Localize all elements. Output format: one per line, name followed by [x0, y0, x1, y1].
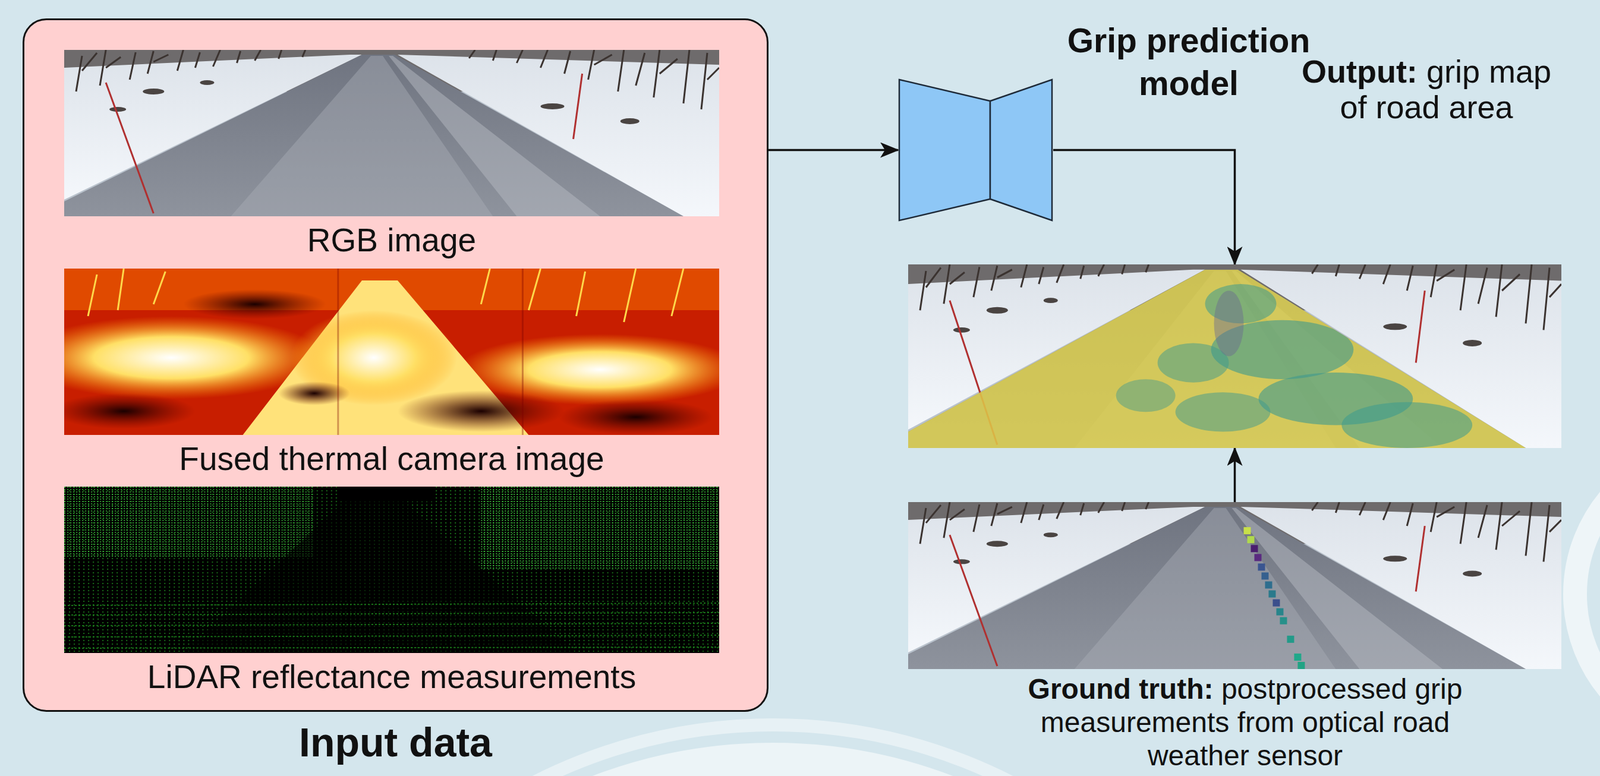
grip-map-image-part-part — [1157, 342, 1230, 383]
lidar-image-part — [64, 603, 720, 649]
thermal-image-part — [521, 268, 524, 436]
thermal-image-part — [336, 268, 339, 436]
grip-map-image-part — [908, 264, 1562, 449]
label-heading: Ground truth: — [1028, 673, 1214, 705]
output-label: Output:grip map of road area — [1286, 53, 1567, 125]
grip-map-image — [908, 264, 1562, 449]
lidar-image-panel: LiDAR reflectance measurements — [64, 486, 720, 695]
grip-map-image-part-part — [1214, 290, 1244, 357]
rgb-image — [64, 49, 720, 217]
lidar-image-part — [183, 495, 576, 654]
lidar-image-part-part — [64, 635, 720, 638]
thermal-image-part — [64, 393, 195, 430]
grip-map-image-part-part — [908, 264, 1562, 449]
ground-truth-map: Ground truth:postprocessed grip measurem… — [908, 502, 1562, 670]
bowtie-network-shape-part — [899, 79, 991, 221]
ground-truth-image-part-part — [1272, 599, 1280, 607]
grip-map-image-part-part — [1175, 392, 1271, 432]
ground-truth-image-part — [1243, 527, 1305, 670]
flow-arrow — [768, 149, 899, 152]
thermal-image-part — [397, 390, 565, 433]
grip-map-image-part-part — [1341, 402, 1473, 449]
background-arc — [1575, 445, 1600, 743]
image-caption: LiDAR reflectance measurements — [64, 656, 720, 698]
grip-map-image-part-part — [1116, 379, 1176, 412]
lidar-image-part — [338, 486, 434, 502]
lidar-image-part — [480, 486, 720, 570]
ground-truth-image-part-part — [1268, 590, 1276, 598]
thermal-image-part-part — [87, 268, 684, 323]
lidar-image-part-part — [64, 612, 720, 616]
ground-truth-image-part-part — [1246, 536, 1255, 544]
ground-truth-image-part — [908, 502, 1562, 670]
ground-truth-image-part-part — [1293, 653, 1302, 661]
lidar-image — [64, 486, 720, 654]
lidar-image-part-part — [64, 603, 720, 606]
ground-truth-image-part-part — [1243, 527, 1251, 535]
grip-prediction-model: Grip prediction model — [898, 78, 1054, 222]
ground-truth-label: Ground truth:postprocessed grip measurem… — [1019, 672, 1472, 773]
ground-truth-image-part-part — [1261, 572, 1269, 580]
group-heading: Input data — [24, 718, 767, 767]
grip-map-image-part — [908, 264, 1562, 449]
thermal-image-part — [87, 268, 684, 323]
lidar-image-part-part — [64, 647, 720, 649]
lidar-image-part — [64, 486, 720, 654]
bowtie-network-shape — [898, 78, 1054, 222]
ground-truth-image — [908, 502, 1562, 670]
ground-truth-image-part-part — [1279, 617, 1287, 625]
ground-truth-image-part-part — [1250, 545, 1258, 553]
lidar-image-part-part — [64, 623, 720, 626]
label-heading: Output: — [1301, 53, 1418, 90]
thermal-image-panel: Fused thermal camera image — [64, 268, 720, 477]
image-caption: Fused thermal camera image — [64, 438, 720, 480]
output-grip-map: Output:grip map of road area — [908, 264, 1562, 449]
ground-truth-image-part-part — [1254, 553, 1262, 562]
thermal-image-part — [558, 399, 714, 436]
flow-arrow — [1053, 150, 1236, 266]
thermal-image-part — [278, 381, 351, 406]
rgb-image-part — [64, 49, 720, 217]
flow-arrow — [1233, 448, 1237, 503]
ground-truth-image-part-part — [1297, 662, 1305, 670]
bowtie-network-shape-part — [990, 79, 1053, 221]
thermal-image-part — [183, 289, 326, 320]
image-caption: RGB image — [64, 219, 720, 261]
ground-truth-image-part-part — [1276, 608, 1284, 616]
input-data-panel: RGB image Fused thermal camera image Li — [22, 18, 769, 713]
ground-truth-image-part-part — [1257, 563, 1265, 571]
thermal-image — [64, 268, 720, 436]
lidar-image-part — [64, 486, 315, 559]
ground-truth-image-part-part — [1264, 581, 1272, 589]
lidar-image-part — [64, 486, 720, 654]
rgb-image-panel: RGB image — [64, 49, 720, 258]
ground-truth-image-part-part — [1286, 635, 1294, 644]
